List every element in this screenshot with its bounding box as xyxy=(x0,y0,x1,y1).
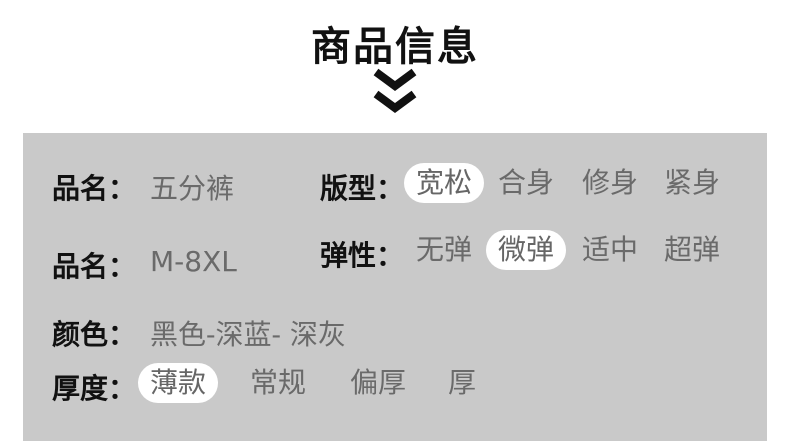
fit-option-tight[interactable]: 紧身 xyxy=(664,166,721,199)
name-label: 品名： xyxy=(52,172,137,205)
size-value: M-8XL xyxy=(150,245,237,278)
thickness-option-regular[interactable]: 常规 xyxy=(250,366,307,399)
stretch-option-slight[interactable]: 微弹 xyxy=(486,230,567,270)
name-value: 五分裤 xyxy=(150,172,235,205)
double-chevron-down-icon xyxy=(373,68,417,113)
fit-option-loose[interactable]: 宽松 xyxy=(404,163,485,203)
stretch-label: 弹性： xyxy=(320,239,405,272)
fit-option-slim[interactable]: 修身 xyxy=(582,166,639,199)
fit-option-regular[interactable]: 合身 xyxy=(498,166,555,199)
stretch-option-none[interactable]: 无弹 xyxy=(416,233,473,266)
fit-label: 版型： xyxy=(320,172,405,205)
thickness-label: 厚度： xyxy=(52,372,137,405)
thickness-option-thin[interactable]: 薄款 xyxy=(138,363,219,403)
page-title: 商品信息 xyxy=(311,24,479,70)
stretch-option-high[interactable]: 超弹 xyxy=(664,233,721,266)
thickness-option-thick[interactable]: 厚 xyxy=(448,366,477,399)
thickness-option-thicker[interactable]: 偏厚 xyxy=(350,366,407,399)
color-label: 颜色： xyxy=(52,318,137,351)
stretch-option-medium[interactable]: 适中 xyxy=(582,233,639,266)
size-label: 品名： xyxy=(52,250,137,283)
color-value: 黑色-深蓝- 深灰 xyxy=(150,318,346,351)
